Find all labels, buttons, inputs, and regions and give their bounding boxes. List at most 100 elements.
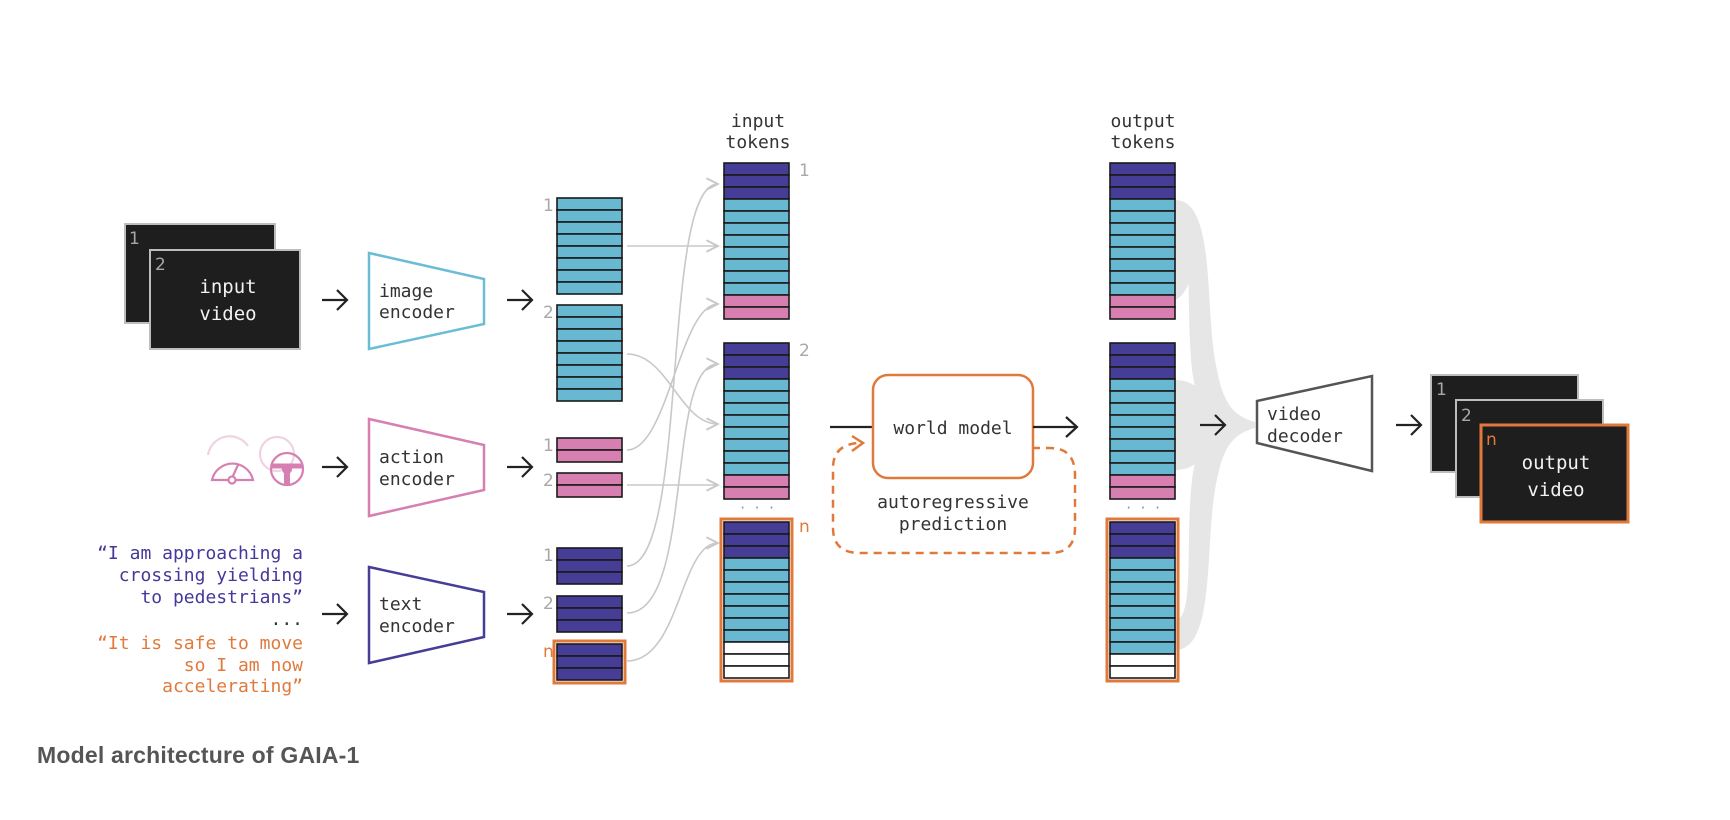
token-image xyxy=(723,438,790,452)
token-text xyxy=(1109,366,1176,380)
token-image xyxy=(1109,234,1176,248)
token-image xyxy=(556,257,623,271)
output-video-label-1: output xyxy=(1522,452,1591,474)
token-text xyxy=(556,607,623,621)
input-frame-2 xyxy=(149,249,301,350)
output-token-stack-2 xyxy=(1109,342,1176,500)
world-model-label: world model xyxy=(893,418,1012,439)
text-encoder-label-2: encoder xyxy=(379,616,455,637)
arrow-icon xyxy=(507,603,534,625)
token-empty xyxy=(723,653,790,667)
token-connectors xyxy=(626,184,718,662)
token-text xyxy=(723,366,790,380)
arrow-icon xyxy=(322,603,349,625)
token-image xyxy=(1109,414,1176,428)
quote1-line3: to pedestrians” xyxy=(140,587,303,608)
token-image xyxy=(723,270,790,284)
autoregressive-label-1: autoregressive xyxy=(877,492,1029,513)
input-frame-1-index: 1 xyxy=(129,229,140,249)
token-image xyxy=(723,390,790,404)
token-image xyxy=(556,316,623,330)
text-inputs: “I am approaching a crossing yielding to… xyxy=(97,543,303,697)
token-image xyxy=(1109,617,1176,631)
token-text xyxy=(723,354,790,368)
token-text xyxy=(1109,162,1176,176)
token-text xyxy=(1109,533,1176,547)
token-image xyxy=(1109,390,1176,404)
token-text xyxy=(723,174,790,188)
image-token-group-1: 1 xyxy=(543,196,623,295)
action-token-group-1: 1 xyxy=(543,436,623,463)
input-token-stack-n: n xyxy=(719,517,810,683)
action-token-group-2-index: 2 xyxy=(543,471,554,491)
token-action xyxy=(723,306,790,320)
token-text xyxy=(1109,521,1176,535)
connector-text2 xyxy=(626,364,718,614)
connector-action1 xyxy=(626,304,718,451)
token-image xyxy=(723,234,790,248)
loop-arrowhead-icon xyxy=(851,434,866,453)
action-token-group-1-index: 1 xyxy=(543,436,554,456)
token-image xyxy=(1109,402,1176,416)
arrow-icon xyxy=(507,456,534,478)
token-text xyxy=(556,559,623,573)
token-image xyxy=(723,246,790,260)
token-text xyxy=(1109,342,1176,356)
input-token-stack-1: 1 xyxy=(723,161,810,320)
token-image xyxy=(1109,557,1176,571)
token-action xyxy=(556,484,623,498)
quote1-line2: crossing yielding xyxy=(119,565,303,586)
action-encoder-label-1: action xyxy=(379,447,444,468)
token-action xyxy=(556,472,623,486)
token-image xyxy=(1109,581,1176,595)
token-text xyxy=(723,342,790,356)
image-encoder-label-1: image xyxy=(379,281,433,302)
token-image xyxy=(1109,378,1176,392)
token-empty xyxy=(723,665,790,679)
token-image xyxy=(556,352,623,366)
arrow-icon xyxy=(1033,416,1079,438)
output-frame-n xyxy=(1479,423,1630,524)
token-image xyxy=(1109,629,1176,643)
token-image xyxy=(556,304,623,318)
token-image xyxy=(723,198,790,212)
connector-textn xyxy=(626,543,718,662)
token-text xyxy=(1109,186,1176,200)
video-decoder: video decoder xyxy=(1255,374,1374,473)
output-tokens-title-2: tokens xyxy=(1110,132,1175,153)
token-text xyxy=(556,643,623,657)
token-image xyxy=(723,593,790,607)
output-video-label-2: video xyxy=(1527,479,1584,501)
token-image xyxy=(556,269,623,283)
output-tokens-title-1: output xyxy=(1110,111,1175,132)
output-token-stack-1 xyxy=(1109,162,1176,320)
token-text xyxy=(1109,545,1176,559)
token-empty xyxy=(1109,653,1176,667)
token-image xyxy=(556,340,623,354)
text-encoder-label-1: text xyxy=(379,594,422,615)
arrow-icon xyxy=(1396,414,1423,436)
input-token-stack-n-index: n xyxy=(799,517,810,537)
token-image xyxy=(556,209,623,223)
token-text xyxy=(556,571,623,585)
output-frame-1-index: 1 xyxy=(1436,380,1447,400)
token-image xyxy=(1109,246,1176,260)
token-image xyxy=(556,281,623,295)
output-video: 1 2 n output video xyxy=(1430,374,1630,524)
token-action xyxy=(1109,294,1176,308)
token-image xyxy=(1109,569,1176,583)
input-token-stack-2: 2 xyxy=(723,341,810,500)
token-action xyxy=(1109,486,1176,500)
text-token-group-n: n xyxy=(543,639,627,685)
input-tokens-title-1: input xyxy=(731,111,785,132)
text-token-group-n-index: n xyxy=(543,642,554,662)
quote-ellipsis: ... xyxy=(270,609,303,630)
token-image xyxy=(556,364,623,378)
input-token-stack-2-index: 2 xyxy=(799,341,810,361)
token-image xyxy=(723,557,790,571)
token-text xyxy=(556,667,623,681)
autoregressive-label-2: prediction xyxy=(899,514,1007,535)
token-image xyxy=(723,581,790,595)
